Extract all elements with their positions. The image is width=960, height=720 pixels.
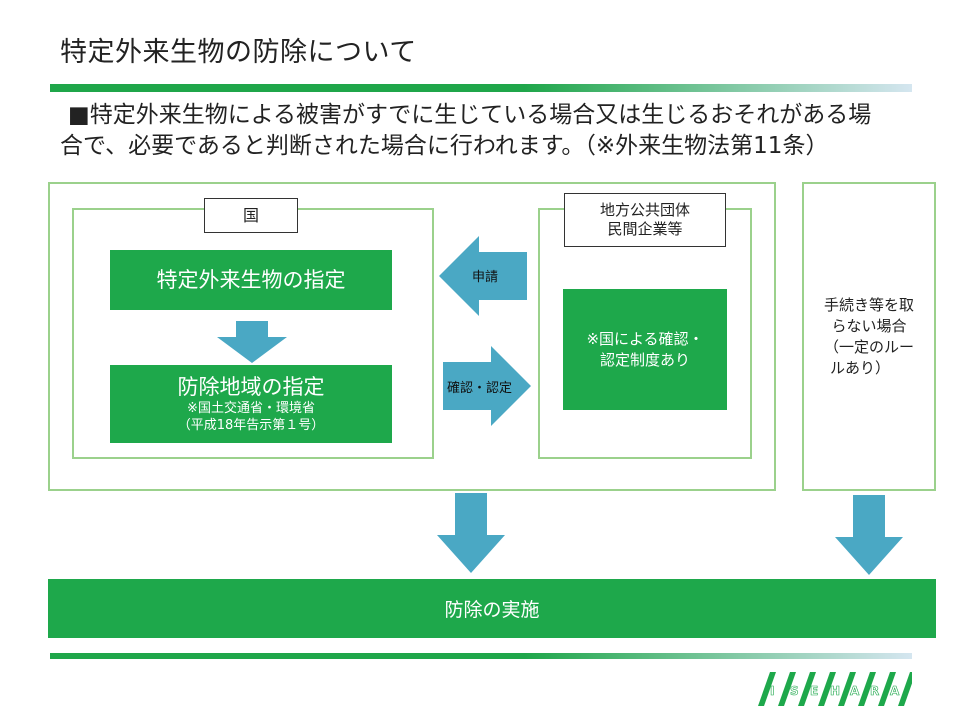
logo-letter: A [850, 684, 860, 698]
intro-text: ■特定外来生物による被害がすでに生じている場合又は生じるおそれがある場 合で、必… [60, 100, 908, 162]
logo-stripe [838, 672, 856, 706]
right-arrow-icon [443, 346, 531, 426]
down-arrow-icon [217, 321, 287, 363]
logo-letter: A [890, 684, 900, 698]
area-designation-note-1: ※国土交通省・環境省 [187, 401, 315, 416]
logo-letter: R [870, 684, 879, 698]
logo-stripe [878, 672, 896, 706]
logo-stripe [818, 672, 836, 706]
logo-letter: S [790, 684, 799, 698]
page-title: 特定外来生物の防除について [60, 37, 417, 68]
logo-stripe [758, 672, 776, 706]
logo-letter: E [810, 684, 818, 698]
local-label-line-2: 民間企業等 [607, 220, 683, 238]
intro-line-2: 合で、必要であると判断された場合に行われます。（※外来生物法第11条） [60, 133, 829, 159]
area-designation-label: 防除地域の指定 [177, 375, 325, 399]
logo-stripe [898, 672, 912, 706]
down-arrow-icon [437, 493, 505, 573]
confirmation-arrow-label: 確認・認定 [447, 381, 513, 396]
eradication-result-label: 防除の実施 [444, 599, 540, 621]
down-arrow-icon [835, 495, 903, 575]
title-divider [50, 84, 912, 92]
species-designation-label: 特定外来生物の指定 [156, 268, 346, 292]
certification-box: ※国による確認・ 認定制度あり [563, 289, 727, 410]
logo-stripe [778, 672, 796, 706]
local-label: 地方公共団体 民間企業等 [564, 193, 726, 247]
national-label: 国 [204, 198, 298, 233]
area-designation-note-2: （平成18年告示第１号） [177, 418, 325, 433]
no-procedure-line-1: 手続き等を取 [823, 295, 914, 314]
application-arrow-label: 申請 [472, 270, 499, 285]
eradication-result-box: 防除の実施 [48, 579, 936, 638]
logo-stripe [798, 672, 816, 706]
intro-line-1: ■特定外来生物による被害がすでに生じている場合又は生じるおそれがある場 [68, 102, 872, 128]
local-label-line-1: 地方公共団体 [599, 201, 690, 219]
no-procedure-text: 手続き等を取 らない場合 （一定のルー ルあり） [824, 295, 914, 379]
species-designation-box: 特定外来生物の指定 [110, 250, 392, 310]
no-procedure-line-2: らない場合 [831, 316, 907, 335]
logo-stripe [858, 672, 876, 706]
area-designation-box: 防除地域の指定 ※国土交通省・環境省 （平成18年告示第１号） [110, 365, 392, 443]
certification-line-1: ※国による確認・ [586, 329, 704, 348]
no-procedure-frame: 手続き等を取 らない場合 （一定のルー ルあり） [802, 182, 936, 491]
certification-line-2: 認定制度あり [599, 350, 690, 369]
footer-divider [50, 653, 912, 659]
logo-letter: H [830, 684, 840, 698]
left-arrow-icon [439, 236, 527, 316]
no-procedure-line-3: （一定のルー [823, 337, 914, 356]
no-procedure-line-4: ルあり） [829, 358, 890, 377]
logo-letter: I [770, 684, 774, 698]
